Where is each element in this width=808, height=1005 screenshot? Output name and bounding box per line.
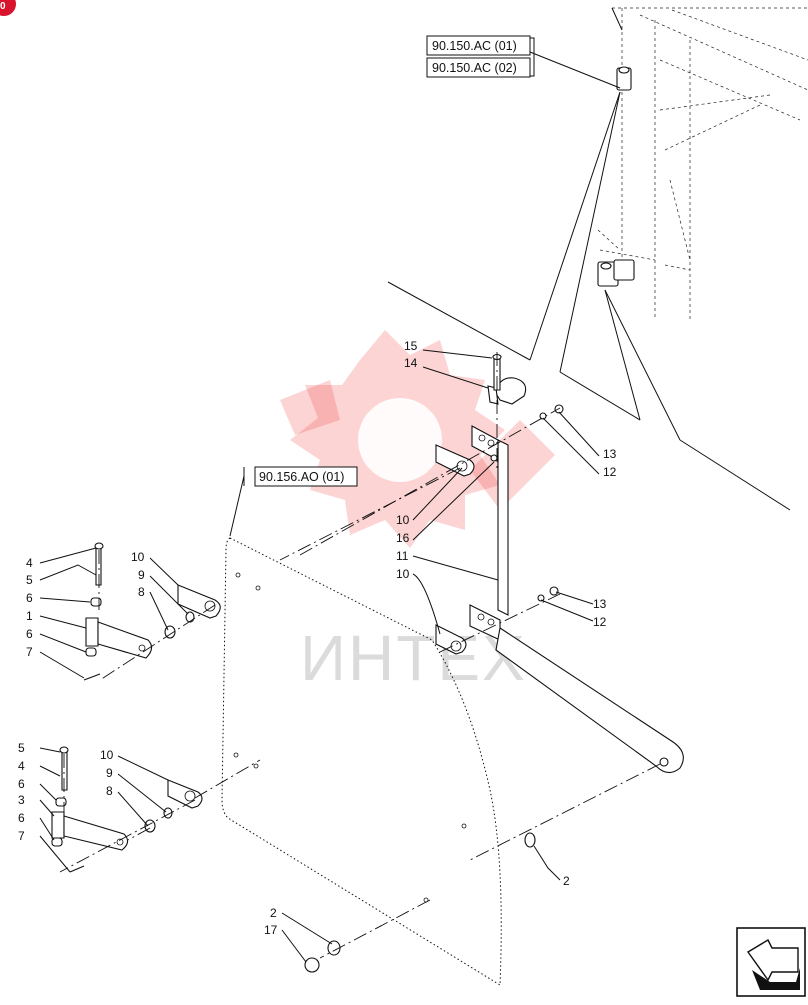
callout-5: 5 (18, 741, 25, 755)
callout-6: 6 (18, 811, 25, 825)
callout-10: 10 (396, 567, 410, 581)
machine-frame (597, 7, 808, 320)
callout-10: 10 (131, 550, 145, 564)
callout-16: 16 (396, 531, 410, 545)
reference-bracket (530, 37, 535, 77)
callout-8: 8 (138, 585, 145, 599)
reference-r2[interactable]: 90.150.AC (02) (426, 57, 531, 78)
lower-hinge-cluster (51, 746, 203, 873)
hinge-bar-assembly (469, 353, 684, 774)
svg-text:90.150.AC (01): 90.150.AC (01) (432, 39, 517, 53)
callout-5: 5 (26, 573, 33, 587)
panel-reference-leader (229, 467, 245, 537)
svg-text:0: 0 (0, 1, 6, 12)
callout-10: 10 (100, 748, 114, 762)
callout-12: 12 (593, 615, 607, 629)
callout-6: 6 (26, 627, 33, 641)
callout-15: 15 (404, 339, 418, 353)
back-arrow-icon[interactable] (736, 927, 806, 997)
callout-17: 17 (264, 923, 278, 937)
watermark-logo: ИНТЕХ (280, 330, 555, 694)
callout-7: 7 (26, 645, 33, 659)
fasteners-2-17 (304, 832, 536, 973)
callout-2: 2 (270, 906, 277, 920)
callout-8: 8 (106, 784, 113, 798)
callout-6: 6 (26, 591, 33, 605)
callout-leaders (39, 349, 600, 963)
upper-hinge-cluster (83, 542, 221, 681)
glass-panel (221, 537, 502, 986)
callout-10: 10 (396, 513, 410, 527)
callout-11: 11 (396, 549, 409, 563)
assembly-center-lines (59, 352, 661, 959)
svg-text:90.150.AC (02): 90.150.AC (02) (432, 61, 517, 75)
callout-1: 1 (26, 609, 33, 623)
callout-2: 2 (563, 874, 570, 888)
reference-r3[interactable]: 90.156.AO (01) (254, 466, 358, 487)
detail-leaders (387, 51, 791, 511)
callout-6: 6 (18, 777, 25, 791)
plate-10-lower (435, 624, 467, 655)
callout-4: 4 (18, 759, 25, 773)
callout-labels: 15 14 13 12 10 16 11 10 13 12 4 5 6 1 6 … (18, 339, 617, 937)
callout-14: 14 (404, 356, 418, 370)
reference-r1[interactable]: 90.150.AC (01) (426, 35, 531, 56)
callout-9: 9 (138, 568, 145, 582)
callout-9: 9 (106, 766, 113, 780)
callout-13: 13 (603, 447, 617, 461)
callout-3: 3 (18, 793, 25, 807)
callout-4: 4 (26, 556, 33, 570)
svg-text:90.156.AO (01): 90.156.AO (01) (259, 470, 344, 484)
callout-7: 7 (18, 829, 25, 843)
callout-13: 13 (593, 597, 607, 611)
callout-12: 12 (603, 465, 617, 479)
corner-badge-icon: 0 (0, 0, 16, 16)
